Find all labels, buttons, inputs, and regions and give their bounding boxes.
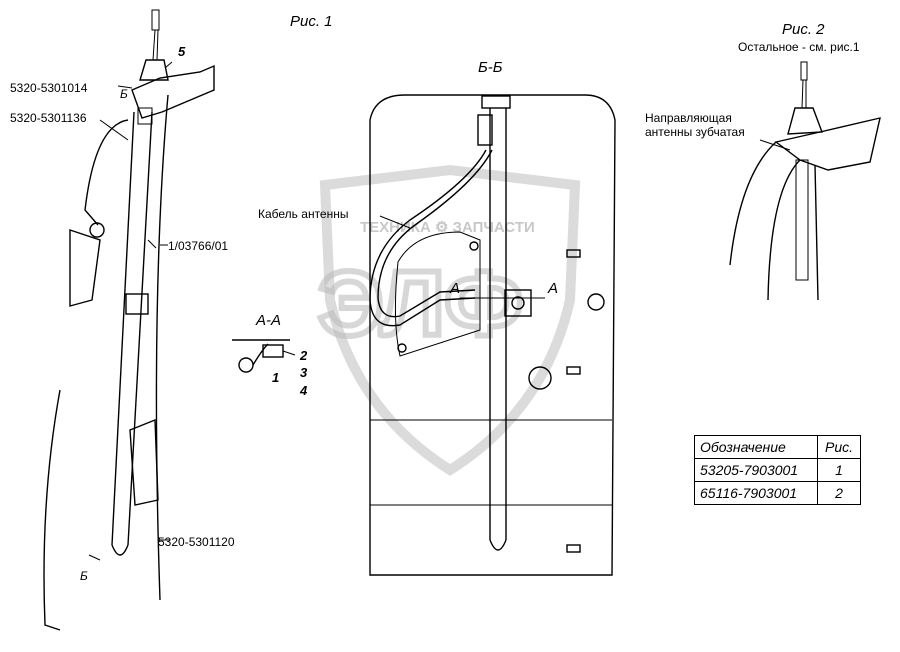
table-row: 53205-7903001 1: [694, 458, 861, 482]
cable-label: Кабель антенны: [258, 207, 348, 221]
table-cell-designation: 65116-7903001: [694, 481, 818, 505]
table-header-designation: Обозначение: [694, 435, 818, 459]
callout-4: 4: [299, 383, 308, 398]
table-cell-figure: 1: [817, 458, 861, 482]
section-a-a: [232, 339, 296, 373]
figure-2-caption: Рис. 2: [782, 21, 825, 38]
bracket-icon: [131, 64, 215, 119]
table-cell-designation: 53205-7903001: [694, 458, 818, 482]
label-5320-5301120: 5320-5301120: [158, 535, 235, 549]
table-row: 65116-7903001 2: [694, 481, 861, 505]
watermark-text: ТЕХНИКА ⚙ ЗАПЧАСТИ: [360, 219, 535, 236]
callout-5: 5: [178, 44, 186, 59]
toothed-guide-icon: [774, 117, 881, 171]
watermark: ТЕХНИКА ⚙ ЗАПЧАСТИ ЭЛФ: [315, 164, 581, 476]
figure-1: [43, 9, 215, 631]
label-5320-5301136: 5320-5301136: [10, 111, 87, 125]
guide-label-line-1: Направляющая: [645, 111, 732, 125]
table-cell-figure: 2: [817, 481, 861, 505]
section-b-b: [369, 94, 616, 576]
figure-1-caption: Рис. 1: [290, 13, 333, 30]
callout-2: 2: [299, 348, 308, 363]
table-header-figure: Рис.: [817, 435, 861, 459]
label-5320-5301014: 5320-5301014: [10, 81, 88, 95]
figure-2-note: Остальное - см. рис.1: [738, 40, 860, 54]
antenna-base-icon: [139, 59, 169, 81]
section-mark-bottom: Б: [80, 569, 88, 583]
antenna-tip-icon: [151, 9, 160, 31]
mark-a-right: А: [547, 280, 558, 297]
cable-clip-icon: [238, 357, 254, 373]
designation-table: Обозначение Рис. 53205-7903001 1 65116-7…: [694, 435, 861, 505]
antenna-tip-icon-2: [800, 61, 808, 81]
label-1-03766-01: 1/03766/01: [168, 239, 228, 253]
figure-2: [729, 61, 881, 301]
callout-3: 3: [300, 365, 308, 380]
section-mark-top: Б: [120, 87, 128, 101]
guide-label-line-2: антенны зубчатая: [645, 125, 745, 139]
mark-a-left: А: [449, 280, 460, 297]
section-b-b-title: Б-Б: [478, 59, 503, 76]
table-header-row: Обозначение Рис.: [694, 435, 861, 459]
callout-1: 1: [272, 370, 279, 385]
antenna-base-icon-2: [787, 107, 823, 135]
section-a-a-title: А-А: [255, 312, 281, 329]
